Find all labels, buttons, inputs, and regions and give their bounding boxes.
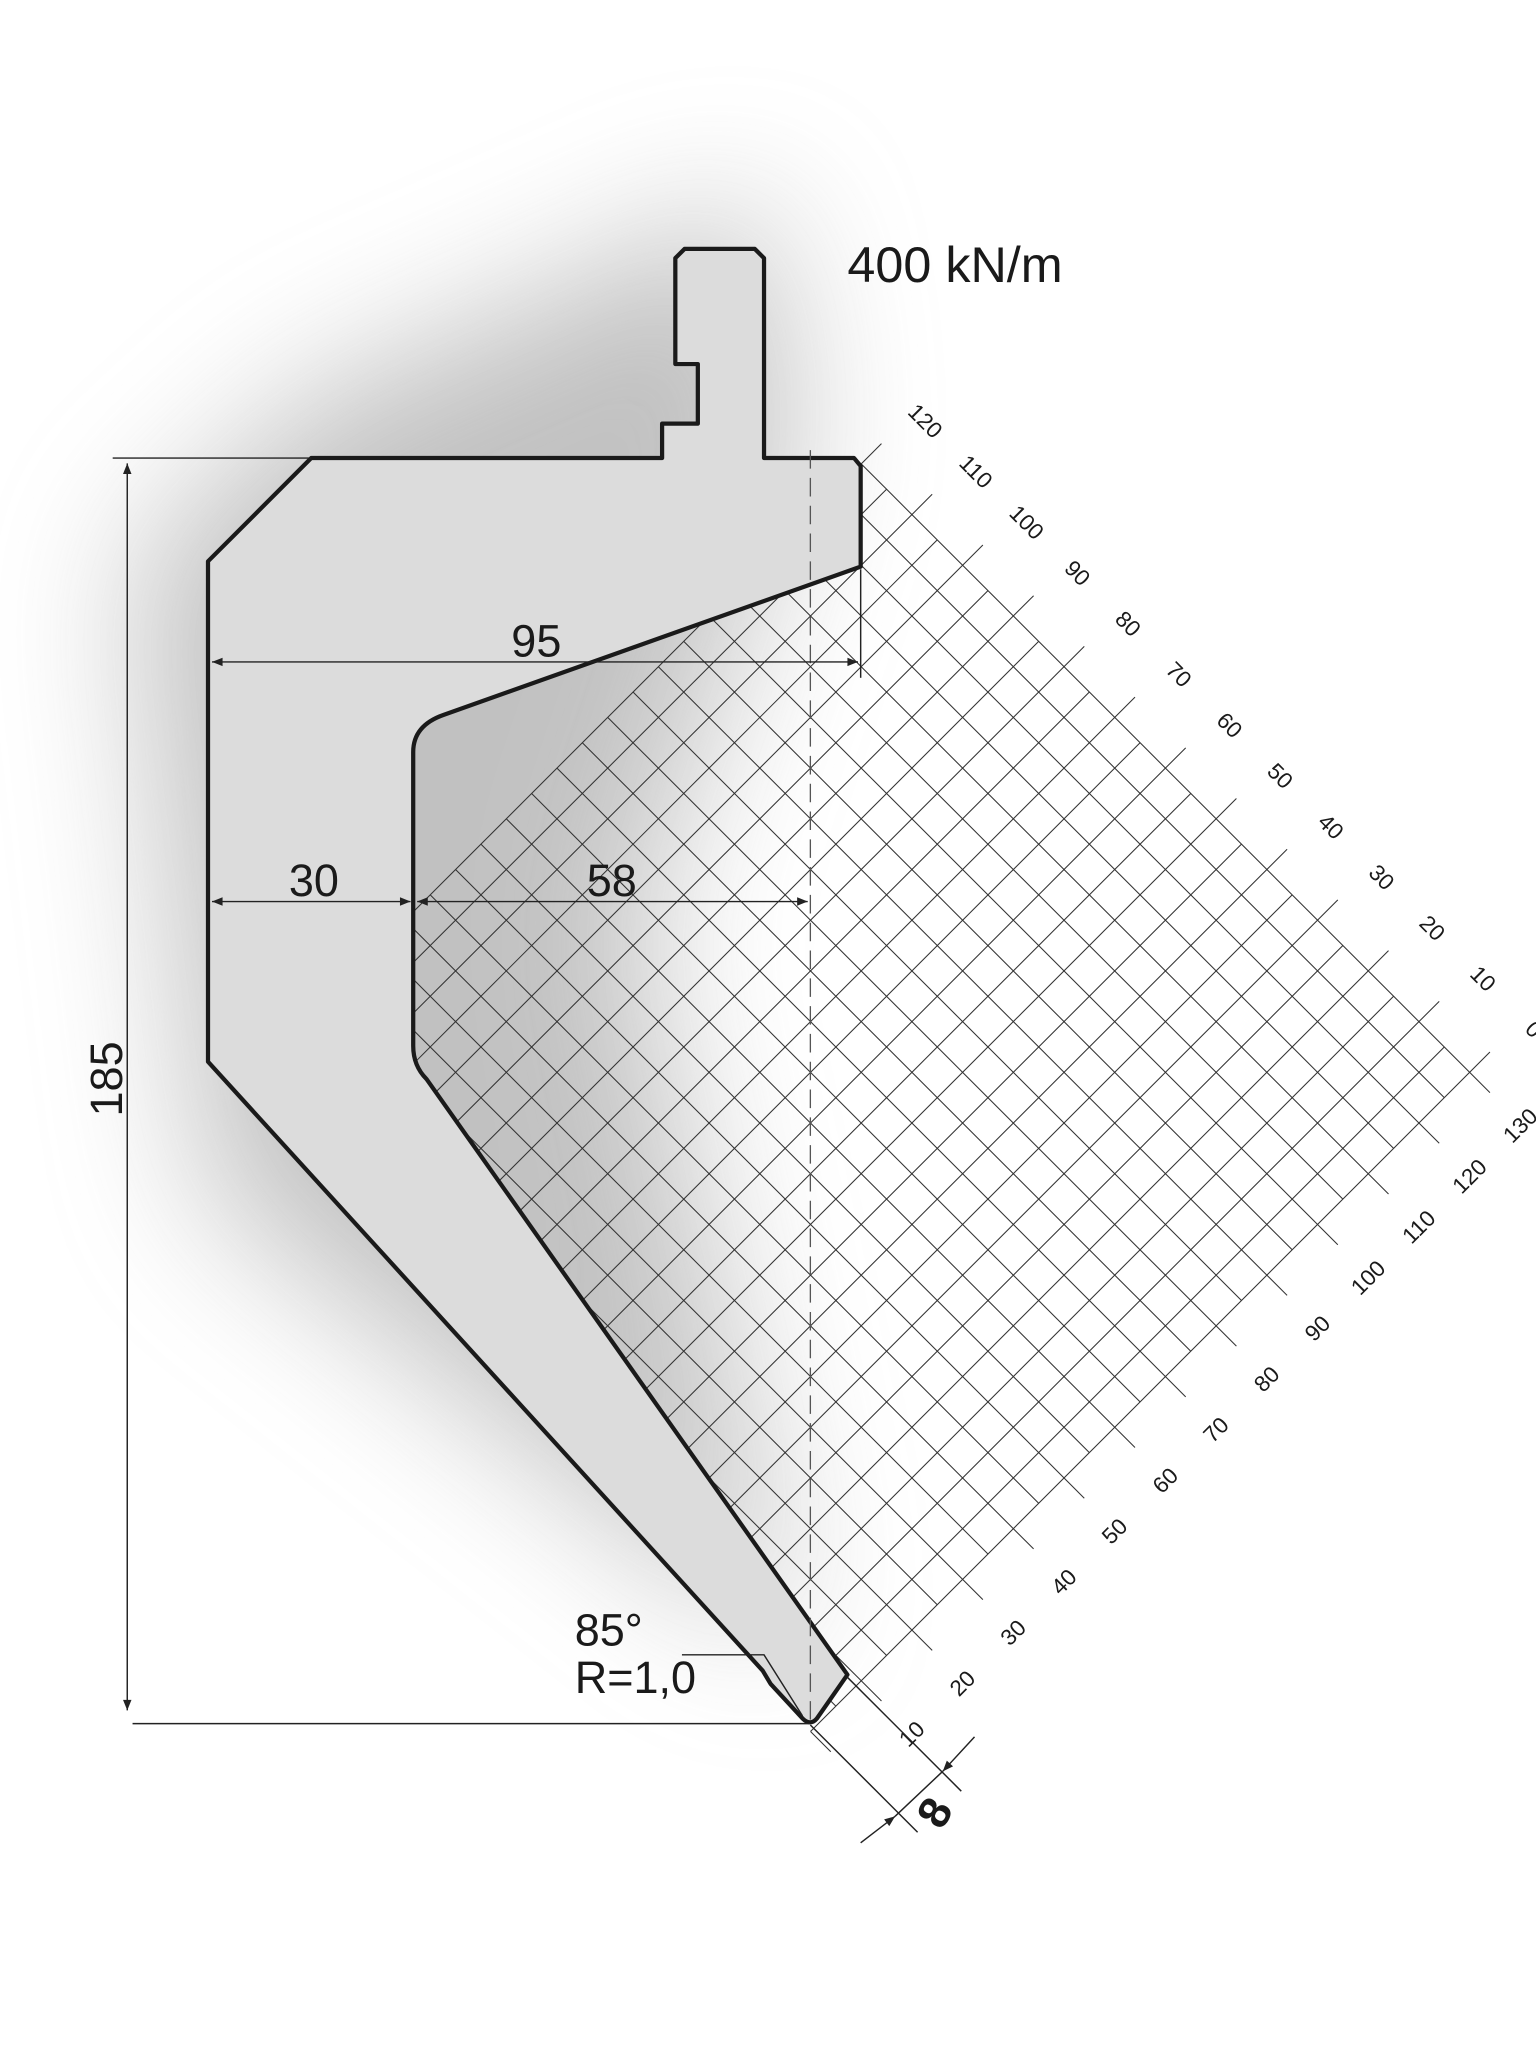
grid-line-a xyxy=(708,950,1389,1631)
grid-label-a: 110 xyxy=(954,450,997,493)
grid-labels: 1201101009080706050403020100102030405060… xyxy=(894,399,1536,1752)
grid-label-b: 120 xyxy=(1448,1154,1492,1198)
grid-line-b xyxy=(683,640,1293,1251)
grid-line-b xyxy=(405,919,1034,1550)
grid-line-b xyxy=(429,894,1040,1504)
load-rating-title: 400 kN/m xyxy=(847,236,1062,293)
grid-line-a xyxy=(455,696,1136,1377)
grid-line-b xyxy=(480,843,1090,1453)
grid-line-a xyxy=(810,1051,1491,1732)
radius-label: R=1,0 xyxy=(575,1652,696,1703)
grid-label-b: 20 xyxy=(945,1666,980,1701)
height-dimension-label: 185 xyxy=(81,1041,132,1116)
grid-line-b xyxy=(784,539,1394,1149)
grid-line-b xyxy=(658,666,1288,1296)
grid-line-b xyxy=(607,717,1237,1347)
width-top-label: 95 xyxy=(511,616,561,667)
grid-line-a xyxy=(607,848,1288,1530)
grid-line-a xyxy=(759,1000,1440,1682)
grid-label-a: 90 xyxy=(1060,556,1095,591)
grid-line-a xyxy=(556,798,1237,1479)
grid-label-a: 30 xyxy=(1364,860,1399,895)
tip-extension-2 xyxy=(846,1676,962,1792)
grid-label-b: 60 xyxy=(1148,1463,1183,1498)
grid-label-b: 50 xyxy=(1097,1514,1132,1549)
grid-line-a xyxy=(658,899,1339,1580)
grid-line-b xyxy=(505,818,1136,1448)
grid-line-b xyxy=(581,742,1192,1352)
grid-label-b: 40 xyxy=(1046,1564,1081,1599)
grid-line-b xyxy=(455,869,1085,1499)
grid-label-a: 60 xyxy=(1212,708,1247,743)
grid-label-b: 70 xyxy=(1198,1412,1233,1447)
web-thickness-label: 30 xyxy=(289,855,339,906)
grid-line-b xyxy=(405,945,989,1555)
grid-line-b xyxy=(860,463,1491,1093)
tip-dimension-join xyxy=(894,1770,944,1817)
angle-label: 85° xyxy=(575,1605,643,1656)
grid-label-b: 100 xyxy=(1346,1256,1390,1300)
load-grid xyxy=(405,443,1491,1753)
grid-line-b xyxy=(556,767,1187,1398)
grid-label-a: 40 xyxy=(1313,809,1348,844)
grid-label-b: 30 xyxy=(996,1615,1031,1650)
grid-label-a: 20 xyxy=(1414,910,1449,945)
grid-label-b: 90 xyxy=(1300,1311,1335,1346)
grid-label-b: 130 xyxy=(1498,1104,1536,1148)
radius-leader-line xyxy=(681,1654,804,1717)
grid-label-a: 80 xyxy=(1110,606,1145,641)
grid-line-b xyxy=(405,970,984,1601)
grid-line-b xyxy=(632,691,1242,1301)
grid-label-a: 50 xyxy=(1262,758,1297,793)
punch-tool-body xyxy=(205,246,863,1725)
grid-label-a: 70 xyxy=(1161,657,1196,692)
throat-label: 58 xyxy=(587,855,637,906)
grid-line-b xyxy=(708,615,1339,1246)
grid-line-a xyxy=(505,747,1187,1428)
grid-label-a: 120 xyxy=(903,399,947,443)
grid-label-b: 10 xyxy=(894,1716,929,1751)
grid-label-a: 10 xyxy=(1465,961,1500,996)
grid-label-a: 0 xyxy=(1520,1016,1536,1043)
grid-line-a xyxy=(405,493,933,1175)
tip-dimension-line-2 xyxy=(942,1736,976,1772)
tip-extension-1 xyxy=(809,1724,919,1833)
grid-line-b xyxy=(531,793,1141,1403)
grid-label-b: 80 xyxy=(1249,1361,1284,1396)
grid-line-b xyxy=(734,590,1344,1200)
grid-line-b xyxy=(835,488,1445,1099)
grid-line-b xyxy=(810,514,1440,1144)
tip-dimension-line xyxy=(860,1815,896,1844)
grid-label-a: 100 xyxy=(1004,500,1048,544)
grid-line-b xyxy=(759,564,1389,1195)
grid-label-b: 110 xyxy=(1397,1206,1440,1249)
